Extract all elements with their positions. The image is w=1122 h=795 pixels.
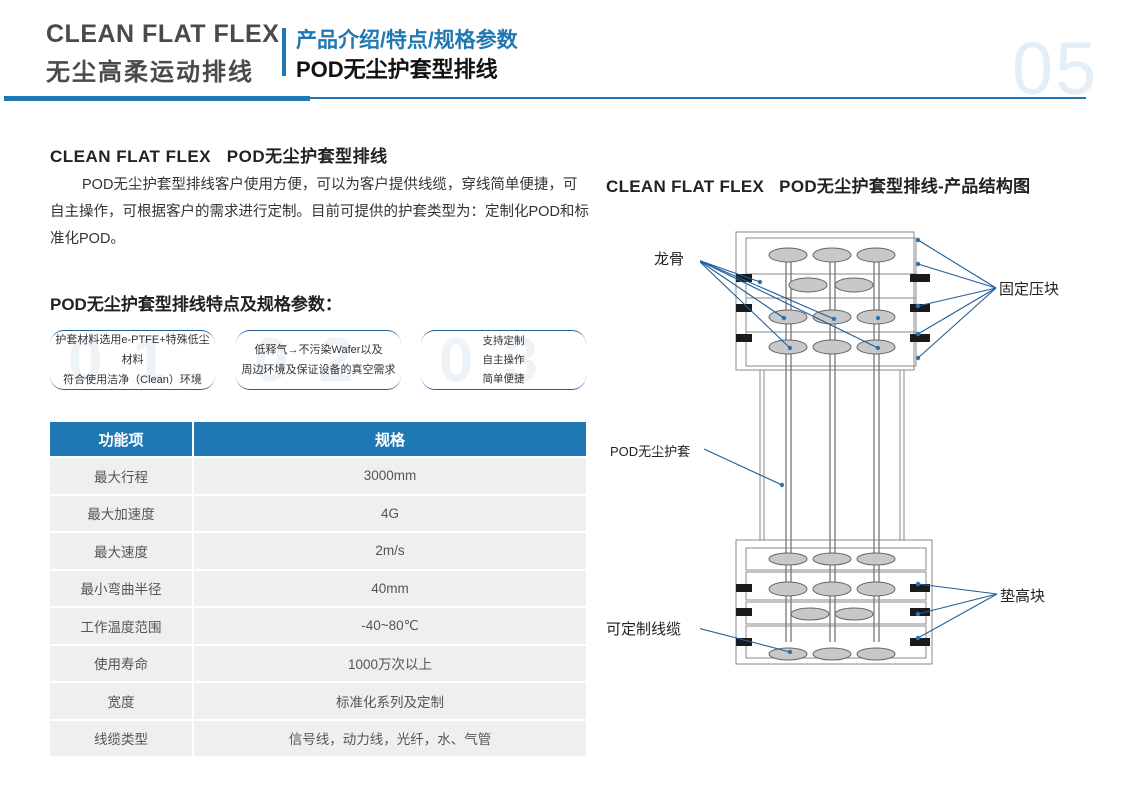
table-cell: 信号线，动力线，光纤，水、气管 bbox=[194, 720, 586, 756]
label-cable: 可定制线缆 bbox=[606, 621, 682, 638]
table-cell: 最大加速度 bbox=[50, 495, 194, 531]
feature-card-2: 02 低释气→不污染Wafer以及 周边环境及保证设备的真空需求 bbox=[236, 330, 401, 390]
top-frame bbox=[735, 231, 915, 371]
feature-text: 自主操作 bbox=[482, 353, 525, 366]
label-spacer: 垫高块 bbox=[1000, 588, 1046, 605]
page-number: 05 bbox=[1012, 27, 1099, 110]
table-header-cell: 功能项 bbox=[50, 422, 194, 456]
table-cell: 2m/s bbox=[194, 533, 586, 569]
table-cell: 1000万次以上 bbox=[194, 645, 586, 681]
header-rule-thin bbox=[310, 97, 1086, 99]
intro-heading: CLEAN FLAT FLEX POD无尘护套型排线 bbox=[50, 147, 388, 166]
feature-card-3: 03 支持定制 自主操作 简单便捷 bbox=[421, 330, 586, 390]
diagram-heading: CLEAN FLAT FLEX POD无尘护套型排线-产品结构图 bbox=[606, 177, 1031, 196]
table-cell: 4G bbox=[194, 495, 586, 531]
table-cell: 最大行程 bbox=[50, 458, 194, 494]
label-fixed-block: 固定压块 bbox=[999, 281, 1060, 298]
features-heading: POD无尘护套型排线特点及规格参数： bbox=[50, 295, 342, 314]
feature-text: 简单便捷 bbox=[482, 372, 525, 385]
table-row: 线缆类型信号线，动力线，光纤，水、气管 bbox=[50, 720, 586, 756]
feature-text: 护套材料选用e-PTFE+特殊低尘材料 bbox=[55, 334, 210, 366]
intro-paragraph: POD无尘护套型排线客户使用方便，可以为客户提供线缆，穿线简单便捷，可自主操作，… bbox=[50, 172, 590, 253]
header-divider bbox=[282, 28, 286, 76]
brand-chinese: 无尘高柔运动排线 bbox=[46, 59, 254, 86]
table-cell: 宽度 bbox=[50, 683, 194, 719]
label-keel: 龙骨 bbox=[654, 251, 685, 268]
header-subtitle: 产品介绍/特点/规格参数 bbox=[296, 29, 518, 52]
table-header-row: 功能项 规格 bbox=[50, 422, 586, 456]
bottom-frame bbox=[735, 539, 933, 665]
structure-diagram bbox=[700, 231, 998, 665]
label-pod-sheath: POD无尘护套 bbox=[610, 444, 691, 459]
table-cell: 线缆类型 bbox=[50, 720, 194, 756]
table-cell: 3000mm bbox=[194, 458, 586, 494]
intro-paragraph-text: POD无尘护套型排线客户使用方便，可以为客户提供线缆，穿线简单便捷，可自主操作，… bbox=[50, 177, 589, 247]
table-cell: 40mm bbox=[194, 570, 586, 606]
table-row: 工作温度范围-40~80℃ bbox=[50, 608, 586, 644]
feature-text: 周边环境及保证设备的真空需求 bbox=[241, 364, 396, 376]
feature-text: 符合使用洁净（Clean）环境 bbox=[63, 374, 202, 386]
feature-text: 支持定制 bbox=[482, 334, 525, 347]
feature-number: 02 bbox=[254, 330, 383, 390]
table-cell: 工作温度范围 bbox=[50, 608, 194, 644]
table-row: 宽度标准化系列及定制 bbox=[50, 683, 586, 719]
feature-number: 03 bbox=[439, 330, 568, 390]
table-cell: -40~80℃ bbox=[194, 608, 586, 644]
table-cell: 标准化系列及定制 bbox=[194, 683, 586, 719]
header-rule-thick bbox=[4, 96, 310, 101]
page-title: POD无尘护套型排线 bbox=[296, 57, 498, 82]
feature-text: 低释气→不污染Wafer以及 bbox=[254, 344, 383, 356]
feature-card-1: 01 护套材料选用e-PTFE+特殊低尘材料 符合使用洁净（Clean）环境 bbox=[50, 330, 215, 390]
table-cell: 使用寿命 bbox=[50, 645, 194, 681]
brand-english: CLEAN FLAT FLEX bbox=[46, 20, 280, 48]
table-header-cell: 规格 bbox=[194, 422, 586, 456]
feature-number: 01 bbox=[68, 330, 197, 390]
table-cell: 最大速度 bbox=[50, 533, 194, 569]
table-cell: 最小弯曲半径 bbox=[50, 570, 194, 606]
